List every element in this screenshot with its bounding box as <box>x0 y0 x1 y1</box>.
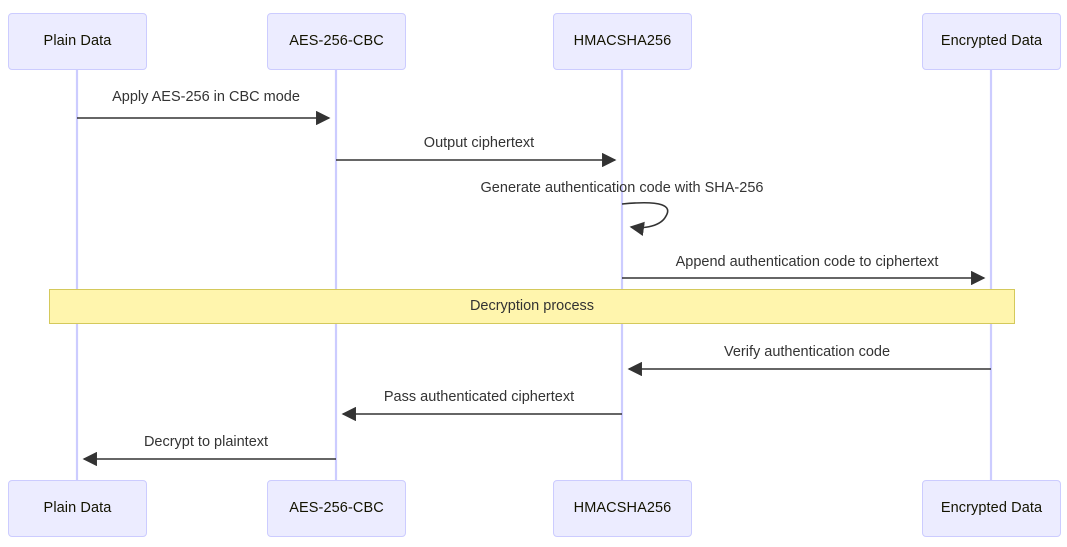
actor-box-top-hmacsha256[interactable]: HMACSHA256 <box>553 13 692 70</box>
actor-box-top-aes-256-cbc[interactable]: AES-256-CBC <box>267 13 406 70</box>
actor-label: HMACSHA256 <box>573 33 672 50</box>
note-decryption-process: Decryption process <box>49 289 1015 324</box>
actor-box-bottom-aes-256-cbc[interactable]: AES-256-CBC <box>267 480 406 537</box>
message-self-loop-generate-authentication-code <box>621 201 669 236</box>
message-label-append-authentication-code-to-ciphertext: Append authentication code to ciphertext <box>675 253 939 270</box>
message-label-generate-authentication-code-with-sha-256: Generate authentication code with SHA-25… <box>480 179 764 196</box>
message-label-apply-aes-256-in-cbc-mode: Apply AES-256 in CBC mode <box>112 88 300 105</box>
message-label-decrypt-to-plaintext: Decrypt to plaintext <box>143 433 269 450</box>
actor-box-bottom-hmacsha256[interactable]: HMACSHA256 <box>553 480 692 537</box>
actor-box-bottom-encrypted-data[interactable]: Encrypted Data <box>922 480 1061 537</box>
actor-label: AES-256-CBC <box>289 33 384 50</box>
actor-label: Plain Data <box>43 500 112 517</box>
actor-label: AES-256-CBC <box>289 500 384 517</box>
message-label-verify-authentication-code: Verify authentication code <box>723 343 891 360</box>
actor-label: Encrypted Data <box>940 500 1043 517</box>
note-label: Decryption process <box>469 298 595 315</box>
actor-box-top-encrypted-data[interactable]: Encrypted Data <box>922 13 1061 70</box>
lifelines <box>75 70 993 481</box>
actor-label: HMACSHA256 <box>573 500 672 517</box>
actor-box-top-plain-data[interactable]: Plain Data <box>8 13 147 70</box>
actor-box-bottom-plain-data[interactable]: Plain Data <box>8 480 147 537</box>
actor-label: Plain Data <box>43 33 112 50</box>
message-arrows <box>77 110 991 467</box>
message-label-pass-authenticated-ciphertext: Pass authenticated ciphertext <box>383 388 575 405</box>
message-label-output-ciphertext: Output ciphertext <box>423 134 535 151</box>
actor-label: Encrypted Data <box>940 33 1043 50</box>
